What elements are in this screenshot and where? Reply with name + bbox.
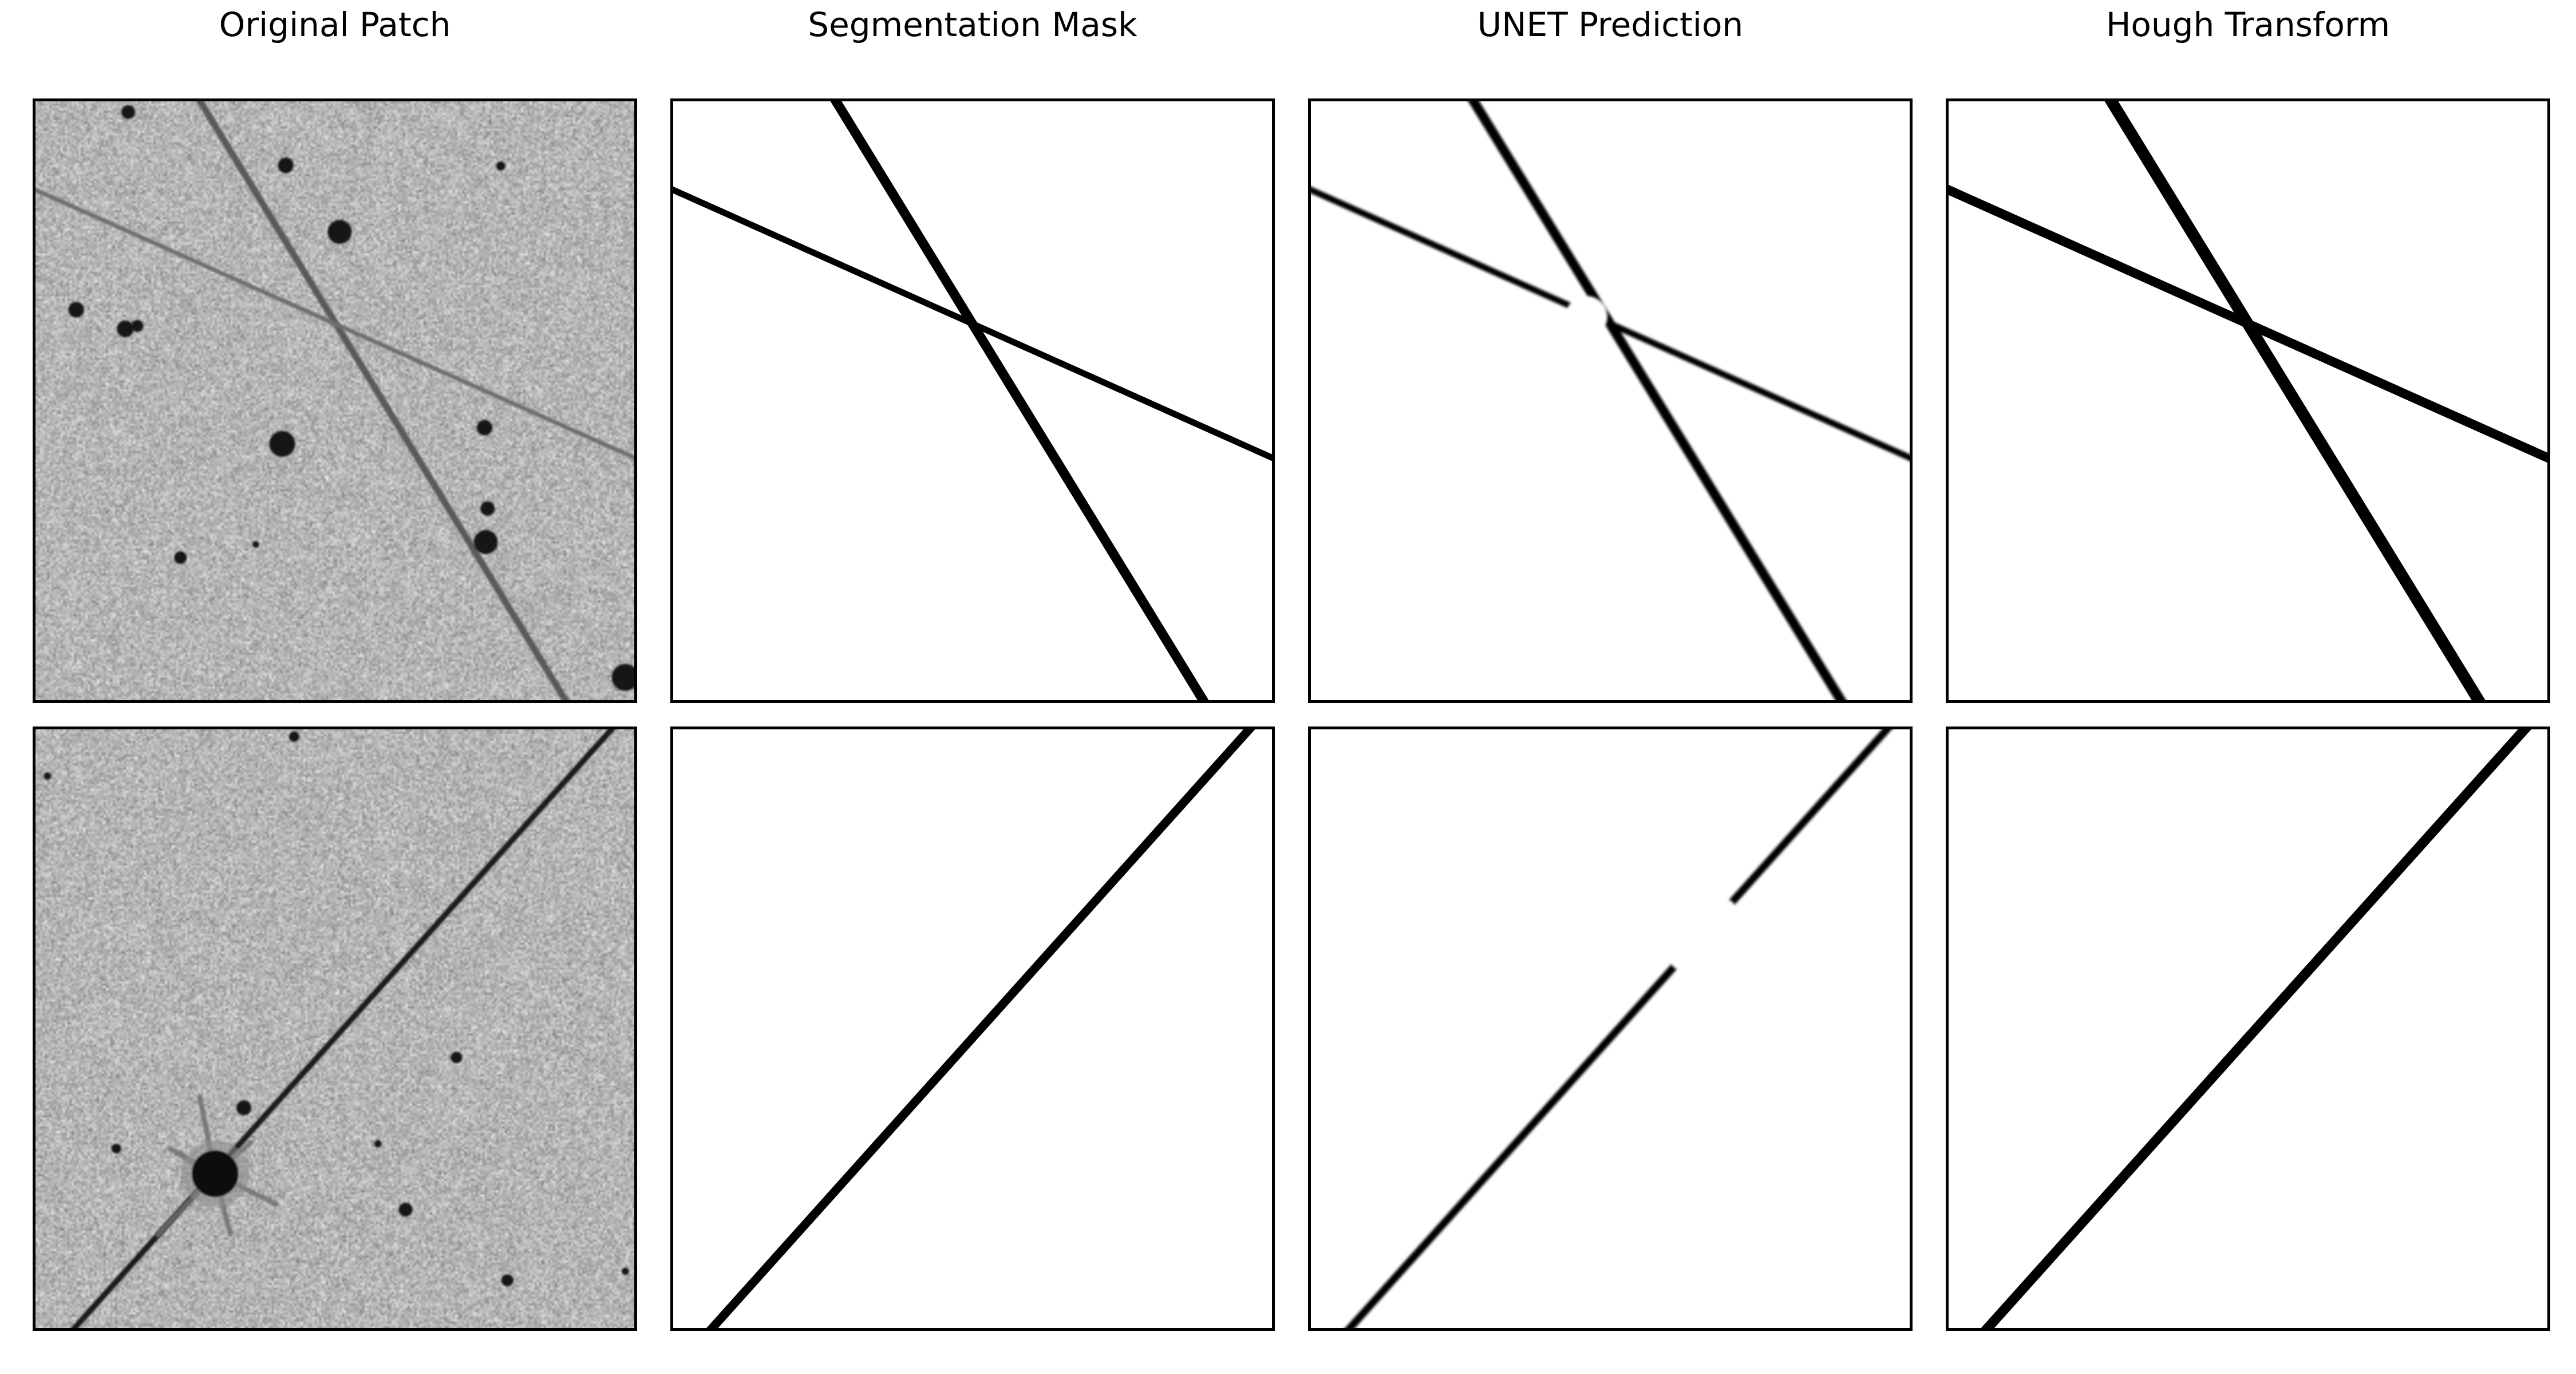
point-source — [398, 1202, 413, 1217]
panel-r0-segmentation-mask — [670, 98, 1275, 703]
trail-steep-trail — [2104, 101, 2486, 700]
point-source — [68, 302, 84, 318]
panel-r1-original-patch — [33, 727, 637, 1331]
trail-steep-trail — [830, 101, 1209, 700]
panel-r1-segmentation-mask — [670, 727, 1275, 1331]
panel-r0-original-patch — [33, 98, 637, 703]
trail-shallow-trail — [35, 187, 634, 460]
point-source — [111, 1143, 121, 1154]
trail-shallow-trail — [1311, 186, 1910, 461]
panel-content-binary-mask — [706, 729, 1255, 1328]
point-source — [496, 161, 505, 171]
point-source — [611, 664, 634, 691]
point-source — [121, 105, 136, 119]
panel-content-prediction — [1311, 101, 1910, 700]
point-source — [117, 320, 134, 338]
trail-diagonal-trail — [1345, 729, 1893, 1328]
panel-content-hough-lines — [1949, 101, 2547, 700]
sky-noise-layer — [35, 729, 634, 1328]
panel-content-binary-mask — [673, 101, 1272, 700]
panel-r0-unet-prediction — [1308, 98, 1913, 703]
panel-content-sky-image — [35, 101, 634, 700]
point-source — [473, 530, 498, 554]
panel-content-sky-image — [44, 729, 629, 1328]
point-source — [622, 1268, 629, 1275]
point-source — [278, 157, 294, 173]
trail-diagonal-trail — [70, 729, 615, 1328]
trail-shallow-trail — [1949, 184, 2547, 463]
point-source — [44, 772, 52, 780]
column-title-hough-transform: Hough Transform — [2105, 5, 2391, 44]
trail-steep-trail — [196, 101, 570, 700]
trail-diagonal-trail — [1981, 729, 2531, 1328]
panel-content-hough-lines — [1981, 729, 2531, 1328]
point-source — [476, 420, 493, 436]
point-source — [131, 319, 144, 332]
column-title-unet-prediction: UNET Prediction — [1477, 5, 1744, 44]
point-source — [289, 731, 299, 742]
bright-star — [155, 1095, 279, 1238]
point-source — [480, 501, 495, 516]
point-source — [327, 220, 352, 244]
point-source — [174, 551, 187, 564]
point-source — [269, 431, 295, 457]
column-title-segmentation-mask: Segmentation Mask — [808, 5, 1137, 44]
point-source — [501, 1274, 513, 1286]
panel-r1-hough-transform — [1946, 727, 2550, 1331]
point-source — [374, 1140, 382, 1148]
panel-r0-hough-transform — [1946, 98, 2550, 703]
point-source — [252, 541, 259, 548]
panel-r1-unet-prediction — [1308, 727, 1913, 1331]
trail-shallow-trail — [673, 186, 1272, 461]
point-source — [236, 1100, 252, 1116]
point-source — [451, 1052, 463, 1064]
column-title-original-patch: Original Patch — [219, 5, 451, 44]
trail-diagonal-trail — [706, 729, 1255, 1328]
trail-steep-trail — [1468, 101, 1847, 700]
panel-content-prediction — [1345, 729, 1893, 1328]
sky-noise-layer — [35, 101, 634, 700]
